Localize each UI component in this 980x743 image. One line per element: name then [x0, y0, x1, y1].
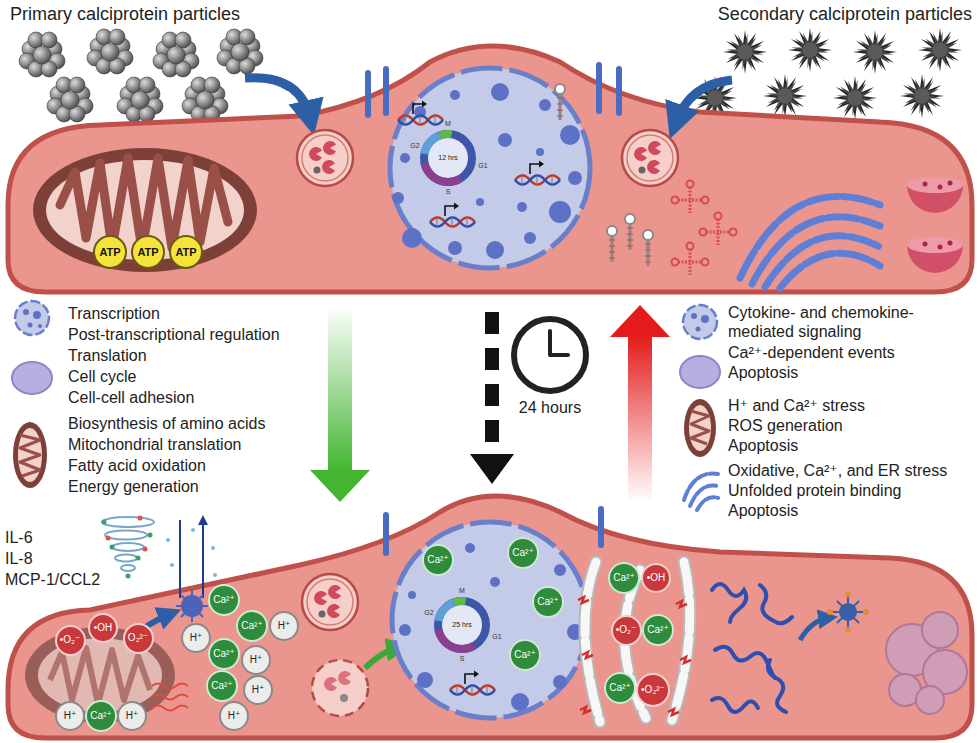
calcium-circle: Ca²⁺ [236, 610, 268, 642]
process-item: Apoptosis [728, 363, 798, 382]
ros-circle: O₂²⁻ [123, 623, 154, 654]
calcium-circle: Ca²⁺ [208, 638, 240, 670]
process-item: Post-transcriptional regulation [68, 325, 280, 344]
proton-circle: H⁺ [243, 675, 273, 705]
process-item: Cytokine- and chemokine-mediated signali… [728, 303, 958, 341]
time-label: 24 hours [519, 398, 581, 417]
process-item: Transcription [68, 304, 160, 323]
node-text: Ca²⁺ [213, 595, 234, 605]
cycle-phase: G2 [424, 609, 433, 617]
cytokine-name: IL-8 [5, 549, 33, 568]
node-text: Ca²⁺ [211, 681, 232, 691]
node-text: Ca²⁺ [427, 555, 448, 565]
process-item: Cell-cell adhesion [68, 388, 194, 407]
atp-circle: ATP [93, 235, 127, 269]
proton-circle: H⁺ [219, 701, 249, 731]
panel-heading: Secondary calciprotein particles [718, 4, 972, 26]
ros-circle: •OH [641, 563, 671, 593]
cycle-duration: 25 hrs [452, 621, 471, 629]
cycle-phase: M [459, 587, 465, 595]
ros-circle: •O₂⁻ [611, 615, 642, 646]
node-text: Ca²⁺ [514, 650, 535, 660]
node-text: ATP [137, 247, 158, 258]
process-item: Apoptosis [728, 501, 798, 520]
proton-circle: H⁺ [241, 645, 271, 675]
process-item: Translation [68, 346, 147, 365]
node-text: Ca²⁺ [241, 621, 262, 631]
process-item: Cell cycle [68, 367, 136, 386]
cytokine-name: IL-6 [5, 528, 33, 547]
atp-circle: ATP [131, 235, 165, 269]
node-text: •OH [94, 623, 113, 633]
node-text: Ca²⁺ [647, 625, 668, 635]
ros-circle: •OH [88, 613, 118, 643]
node-text: Ca²⁺ [90, 711, 111, 721]
calcium-circle: Ca²⁺ [208, 584, 240, 616]
cycle-phase: G2 [410, 142, 419, 150]
cytokine-name: MCP-1/CCL2 [5, 570, 100, 589]
node-text: Ca²⁺ [537, 597, 558, 607]
node-text: ATP [175, 247, 196, 258]
calcium-circle: Ca²⁺ [507, 537, 539, 569]
node-text: ATP [99, 247, 120, 258]
calcium-circle: Ca²⁺ [532, 586, 564, 618]
proton-circle: H⁺ [55, 701, 85, 731]
node-text: O₂²⁻ [128, 633, 148, 643]
node-text: H⁺ [228, 711, 241, 721]
cycle-phase: G1 [478, 162, 487, 170]
cycle-phase: G1 [492, 633, 501, 641]
ros-circle: •O₂⁻ [55, 625, 86, 656]
calcium-circle: Ca²⁺ [509, 639, 541, 671]
node-text: •O₂⁻ [616, 625, 636, 635]
ros-circle: •O₂²⁻ [636, 673, 670, 707]
calcium-circle: Ca²⁺ [642, 614, 674, 646]
node-text: •OH [647, 573, 666, 583]
node-text: •O₂⁻ [60, 635, 80, 645]
proton-circle: H⁺ [117, 701, 147, 731]
proton-circle: H⁺ [269, 611, 299, 641]
node-text: H⁺ [250, 655, 263, 665]
process-item: Energy generation [68, 477, 199, 496]
node-text: H⁺ [126, 711, 139, 721]
cycle-phase: M [445, 120, 451, 128]
node-text: H⁺ [64, 711, 77, 721]
node-text: Ca²⁺ [512, 548, 533, 558]
node-text: Ca²⁺ [213, 649, 234, 659]
cycle-phase: S [460, 655, 465, 663]
calcium-circle: Ca²⁺ [206, 670, 238, 702]
process-item: H⁺ and Ca²⁺ stress [728, 396, 865, 415]
node-text: H⁺ [190, 633, 203, 643]
panel-heading: Primary calciprotein particles [10, 4, 240, 26]
cycle-duration: 12 hrs [438, 154, 457, 162]
process-item: ROS generation [728, 416, 843, 435]
proton-circle: H⁺ [181, 623, 211, 653]
calcium-circle: Ca²⁺ [85, 700, 117, 732]
calcium-circle: Ca²⁺ [604, 672, 636, 704]
calcium-circle: Ca²⁺ [608, 562, 640, 594]
atp-circle: ATP [169, 235, 203, 269]
process-item: Apoptosis [728, 436, 798, 455]
process-item: Fatty acid oxidation [68, 456, 206, 475]
process-item: Biosynthesis of amino acids [68, 414, 265, 433]
process-item: Ca²⁺-dependent events [728, 343, 895, 362]
calcium-circle: Ca²⁺ [422, 544, 454, 576]
node-text: Ca²⁺ [609, 683, 630, 693]
process-item: Oxidative, Ca²⁺, and ER stress [728, 461, 947, 480]
node-text: H⁺ [278, 621, 291, 631]
node-text: Ca²⁺ [613, 573, 634, 583]
node-text: H⁺ [252, 685, 265, 695]
process-item: Unfolded protein binding [728, 481, 901, 500]
node-text: •O₂²⁻ [641, 685, 665, 695]
cycle-phase: S [446, 188, 451, 196]
process-item: Mitochondrial translation [68, 435, 241, 454]
